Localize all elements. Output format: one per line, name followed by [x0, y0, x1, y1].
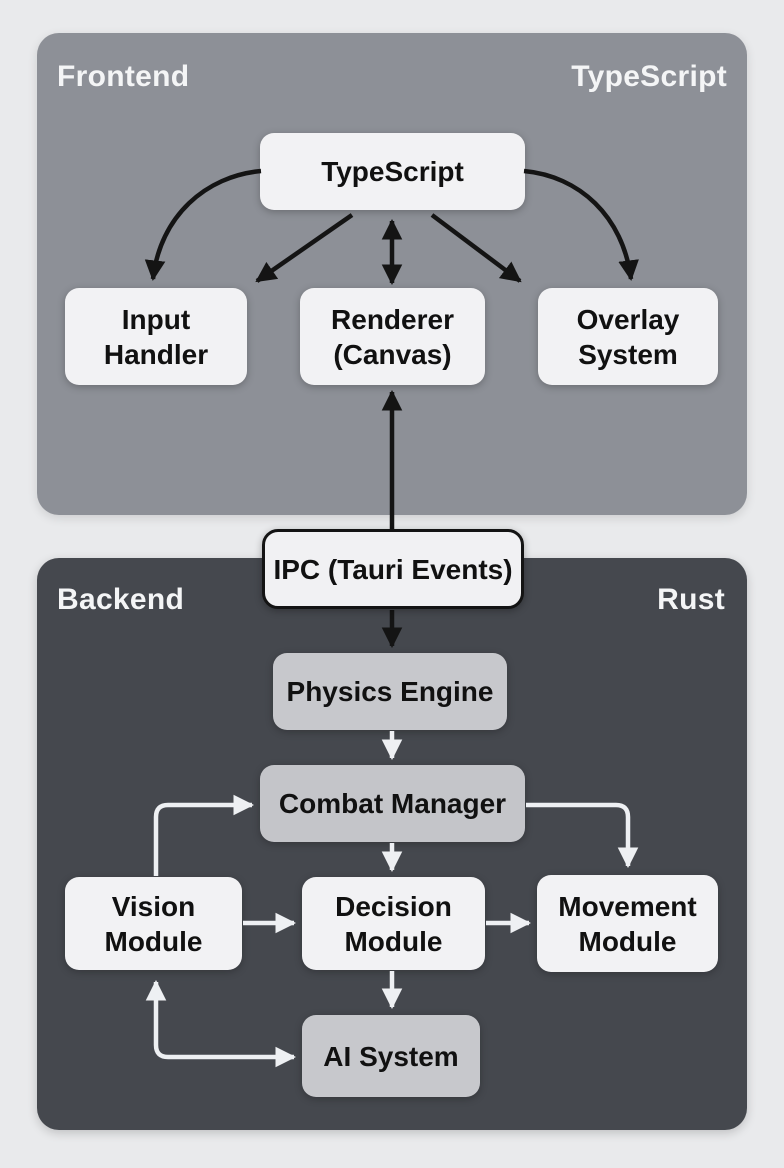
node-renderer-canvas: Renderer (Canvas): [300, 288, 485, 385]
frontend-tech-label: TypeScript: [571, 60, 727, 93]
node-ai-system: AI System: [302, 1015, 480, 1097]
node-ipc-tauri-events: IPC (Tauri Events): [262, 529, 524, 609]
frontend-panel-title: Frontend: [57, 60, 190, 93]
node-combat-manager: Combat Manager: [260, 765, 525, 842]
frontend-panel: [37, 33, 747, 515]
node-physics-engine: Physics Engine: [273, 653, 507, 730]
node-decision-module: Decision Module: [302, 877, 485, 970]
backend-panel-title: Backend: [57, 583, 185, 616]
backend-tech-label: Rust: [657, 583, 725, 616]
node-overlay-system: Overlay System: [538, 288, 718, 385]
node-input-handler: Input Handler: [65, 288, 247, 385]
node-movement-module: Movement Module: [537, 875, 718, 972]
node-vision-module: Vision Module: [65, 877, 242, 970]
node-typescript: TypeScript: [260, 133, 525, 210]
